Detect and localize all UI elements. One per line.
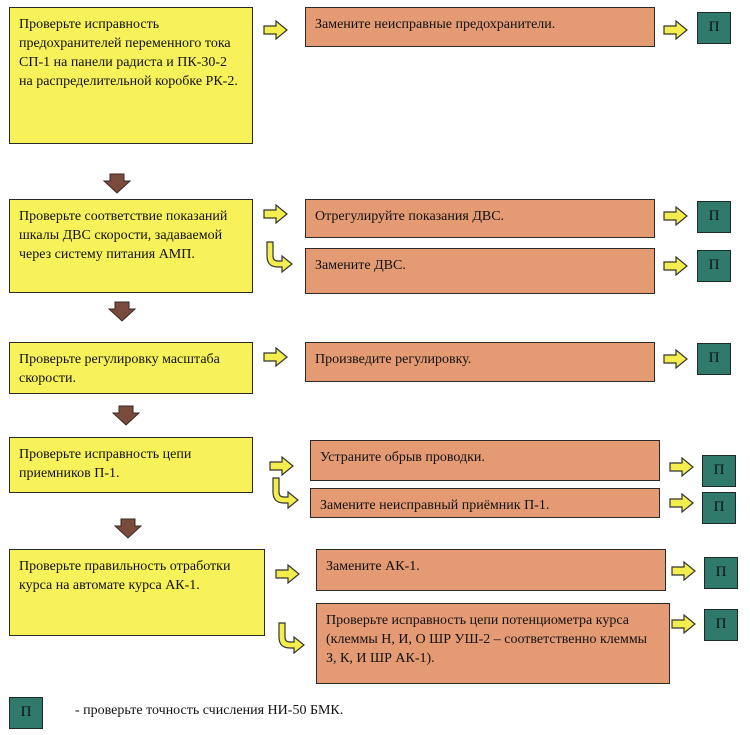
arrow-action-to-terminal <box>669 493 694 513</box>
action-box-5-1: Замените АК-1. <box>316 549 666 591</box>
terminal-p-8: П <box>704 609 738 641</box>
arrow-check3-to-action <box>263 347 288 367</box>
action-box-1-1: Замените неисправные предохранители. <box>305 7 655 47</box>
arrow-action-to-terminal <box>663 349 688 369</box>
legend-text: - проверьте точность счисления НИ-50 БМК… <box>75 703 344 718</box>
arrow-action-to-terminal <box>669 457 694 477</box>
action-box-4-1: Устраните обрыв проводки. <box>310 440 660 481</box>
terminal-p-7: П <box>704 557 738 589</box>
arrow-check5-to-action2 <box>278 622 305 654</box>
action-box-2-1: Отрегулируйте показания ДВС. <box>305 199 655 238</box>
legend-symbol: П <box>9 697 43 729</box>
arrow-check2-to-action1 <box>263 204 288 224</box>
check-box-3: Проверьте регулировку масштаба скорости. <box>9 342 253 394</box>
arrow-step-down <box>108 301 136 322</box>
arrow-check4-to-action1 <box>269 456 294 476</box>
arrow-action-to-terminal <box>671 561 696 581</box>
check-box-1: Проверьте исправность предохранителей пе… <box>9 7 253 144</box>
arrow-action-to-terminal <box>663 20 688 40</box>
action-box-2-2: Замените ДВС. <box>305 248 655 294</box>
arrow-step-down <box>103 173 131 194</box>
arrow-check2-to-action2 <box>266 241 293 273</box>
check-box-5: Проверьте правильность отработки курса н… <box>9 549 265 636</box>
arrow-check4-to-action2 <box>272 477 299 509</box>
arrow-step-down <box>114 518 142 539</box>
action-box-3-1: Произведите регулировку. <box>305 342 655 382</box>
terminal-p-5: П <box>702 455 736 487</box>
arrow-check1-to-action <box>263 20 288 40</box>
terminal-p-1: П <box>697 12 731 44</box>
arrow-action-to-terminal <box>671 614 696 634</box>
arrow-check5-to-action1 <box>275 564 300 584</box>
terminal-p-6: П <box>702 492 736 524</box>
action-box-5-2: Проверьте исправность цепи потенциометра… <box>316 603 670 684</box>
action-box-4-2: Замените неисправный приёмник П-1. <box>310 488 660 518</box>
terminal-p-3: П <box>697 250 731 282</box>
check-box-4: Проверьте исправность цепи приемников П-… <box>9 437 253 493</box>
arrow-action-to-terminal <box>663 206 688 226</box>
arrow-action-to-terminal <box>663 256 688 276</box>
terminal-p-2: П <box>697 201 731 233</box>
terminal-p-4: П <box>697 343 731 375</box>
check-box-2: Проверьте соответствие показаний шкалы Д… <box>9 199 253 293</box>
arrow-step-down <box>112 405 140 426</box>
